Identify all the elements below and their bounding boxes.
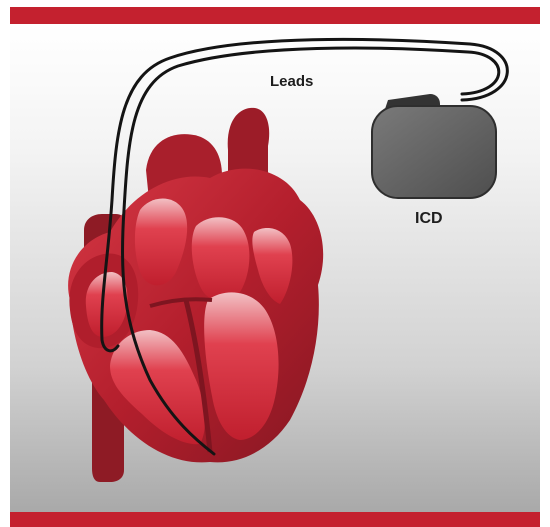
icd-body [372,106,496,198]
icd-label: ICD [415,210,443,228]
heart-illustration [68,108,323,482]
icd-device [372,94,496,198]
leads-label: Leads [270,73,313,90]
